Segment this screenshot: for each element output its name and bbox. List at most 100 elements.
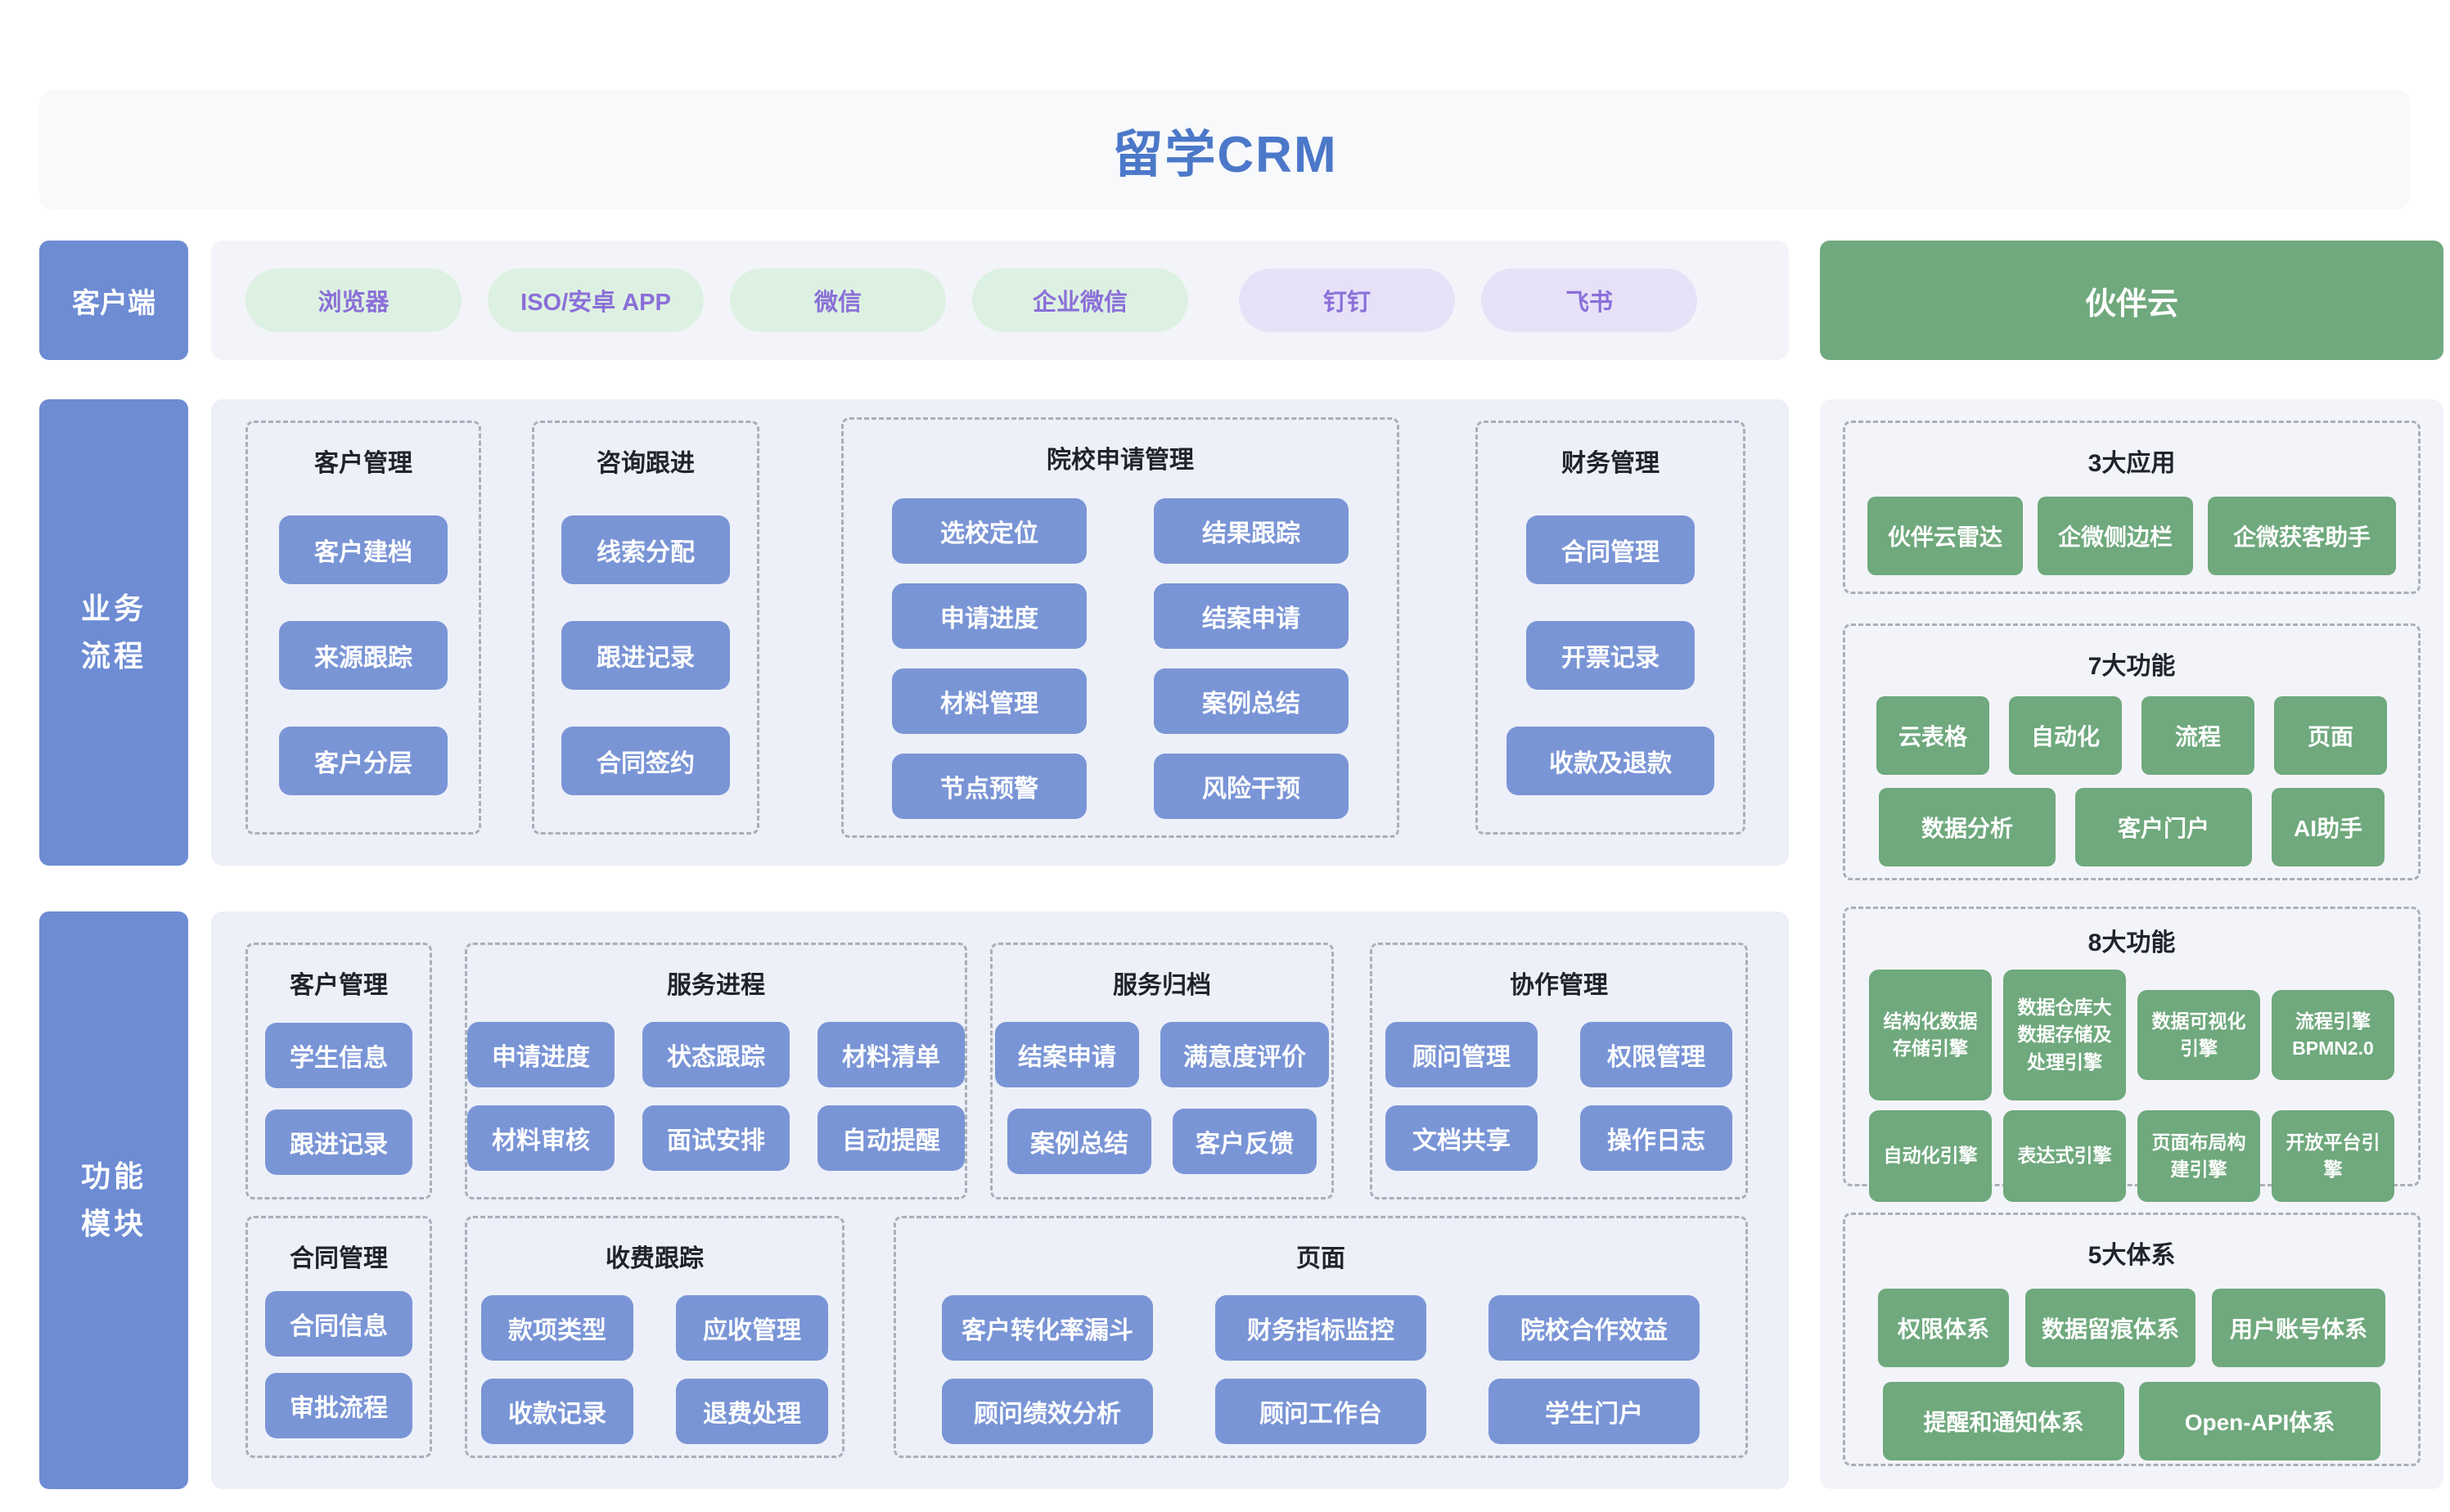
- group-row: 提醒和通知体系 Open-API体系: [1883, 1382, 2380, 1460]
- group-title: 服务进程: [667, 972, 765, 999]
- group-title: 服务归档: [1113, 972, 1211, 999]
- group-title: 收费跟踪: [606, 1245, 704, 1272]
- group-body: 客户转化率漏斗 财务指标监控 院校合作效益 顾问绩效分析 顾问工作台 学生门户: [942, 1295, 1700, 1444]
- group-row: 数据分析 客户门户 AI助手: [1879, 788, 2385, 866]
- diagram-node: 收款记录: [481, 1379, 633, 1444]
- group-row: 结案申请 满意度评价: [995, 1022, 1329, 1087]
- group-contract-management: 合同管理 合同信息 审批流程: [245, 1216, 432, 1458]
- client-panel: 浏览器 ISO/安卓 APP 微信 企业微信 钉钉 飞书: [211, 241, 1789, 360]
- diagram-node: 顾问绩效分析: [942, 1379, 1153, 1444]
- diagram-node: 开票记录: [1526, 621, 1695, 690]
- diagram-node: 院校合作效益: [1488, 1295, 1700, 1361]
- row-label-business-process: 业务 流程: [39, 399, 188, 866]
- client-pill-dingtalk: 钉钉: [1239, 268, 1455, 332]
- client-pill-wecom: 企业微信: [972, 268, 1188, 332]
- diagram-node: 申请进度: [892, 583, 1087, 649]
- diagram-node: 云表格: [1876, 696, 1989, 775]
- diagram-node: 结案申请: [995, 1022, 1139, 1087]
- group-body: 学生信息 跟进记录: [248, 1001, 430, 1197]
- diagram-node: 企微侧边栏: [2038, 497, 2193, 575]
- row-label-client: 客户端: [39, 241, 188, 360]
- diagram-node: 客户转化率漏斗: [942, 1295, 1153, 1361]
- diagram-node: 客户反馈: [1173, 1109, 1317, 1174]
- group-row: 权限体系 数据留痕体系 用户账号体系: [1878, 1289, 2385, 1367]
- diagram-node: 来源跟踪: [279, 621, 448, 690]
- diagram-node: 面试安排: [642, 1105, 790, 1171]
- group-title: 页面: [1296, 1245, 1345, 1272]
- diagram-node: 结构化数据存储引擎: [1869, 970, 1992, 1100]
- group-7-features: 7大功能 云表格 自动化 流程 页面 数据分析 客户门户 AI助手: [1843, 623, 2421, 880]
- group-body: 申请进度 状态跟踪 材料清单 材料审核 面试安排 自动提醒: [467, 1022, 965, 1171]
- diagram-node: 企微获客助手: [2208, 497, 2396, 575]
- diagram-node: 选校定位: [892, 498, 1087, 564]
- diagram-node: 学生门户: [1488, 1379, 1700, 1444]
- group-body: 款项类型 应收管理 收款记录 退费处理: [481, 1295, 828, 1444]
- diagram-node: 审批流程: [265, 1373, 412, 1439]
- diagram-node: 开放平台引擎: [2272, 1110, 2394, 1202]
- diagram-node: 应收管理: [676, 1295, 828, 1361]
- group-title: 协作管理: [1510, 972, 1608, 999]
- diagram-node: 案例总结: [1007, 1109, 1151, 1174]
- group-row: 伙伴云雷达 企微侧边栏 企微获客助手: [1867, 497, 2396, 575]
- page-title: 留学CRM: [1112, 127, 1338, 183]
- group-body: 结构化数据存储引擎 数据仓库大数据存储及处理引擎 数据可视化引擎 流程引擎BPM…: [1869, 970, 2394, 1202]
- group-title: 院校申请管理: [1047, 447, 1194, 474]
- group-pages: 页面 客户转化率漏斗 财务指标监控 院校合作效益 顾问绩效分析 顾问工作台 学生…: [894, 1216, 1748, 1458]
- diagram-node: 节点预警: [892, 754, 1087, 819]
- diagram-node: 状态跟踪: [642, 1022, 790, 1087]
- group-title: 8大功能: [2087, 929, 2176, 956]
- diagram-node: 权限管理: [1580, 1022, 1732, 1087]
- diagram-node: 客户门户: [2075, 788, 2252, 866]
- diagram-node: 顾问工作台: [1215, 1379, 1426, 1444]
- diagram-node: 用户账号体系: [2212, 1289, 2385, 1367]
- group-consult-follow-up: 咨询跟进 线索分配 跟进记录 合同签约: [532, 421, 759, 835]
- diagram-node: 合同签约: [561, 727, 730, 795]
- client-pill-wechat: 微信: [730, 268, 946, 332]
- diagram-node: 跟进记录: [561, 621, 730, 690]
- partner-cloud-header: 伙伴云: [1820, 241, 2443, 360]
- group-school-application-management: 院校申请管理 选校定位 结果跟踪 申请进度 结案申请 材料管理 案例总结 节点预…: [841, 417, 1399, 838]
- diagram-node: 流程: [2141, 696, 2254, 775]
- diagram-node: 自动化引擎: [1869, 1110, 1992, 1202]
- partner-panel: 3大应用 伙伴云雷达 企微侧边栏 企微获客助手 7大功能 云表格 自动化 流程 …: [1820, 399, 2443, 1489]
- group-row: 云表格 自动化 流程 页面: [1876, 696, 2387, 775]
- group-title: 咨询跟进: [597, 450, 695, 477]
- diagram-node: 结案申请: [1154, 583, 1349, 649]
- group-body: 合同管理 开票记录 收款及退款: [1478, 479, 1743, 832]
- diagram-node: 申请进度: [467, 1022, 615, 1087]
- group-module-customer-management: 客户管理 学生信息 跟进记录: [245, 943, 432, 1199]
- diagram-node: 提醒和通知体系: [1883, 1382, 2124, 1460]
- diagram-node: 数据分析: [1879, 788, 2056, 866]
- diagram-node: 线索分配: [561, 515, 730, 584]
- group-service-archive: 服务归档 结案申请 满意度评价 案例总结 客户反馈: [990, 943, 1334, 1199]
- group-title: 7大功能: [2087, 653, 2176, 680]
- group-title: 财务管理: [1561, 450, 1660, 477]
- diagram-node: 跟进记录: [265, 1109, 412, 1176]
- group-body: 选校定位 结果跟踪 申请进度 结案申请 材料管理 案例总结 节点预警 风险干预: [892, 498, 1349, 819]
- group-8-features: 8大功能 结构化数据存储引擎 数据仓库大数据存储及处理引擎 数据可视化引擎 流程…: [1843, 907, 2421, 1202]
- modules-panel: 客户管理 学生信息 跟进记录 服务进程 申请进度 状态跟踪 材料清单 材料审核 …: [211, 911, 1789, 1489]
- diagram-node: 合同管理: [1526, 515, 1695, 584]
- diagram-node: 客户建档: [279, 515, 448, 584]
- diagram-node: 自动提醒: [817, 1105, 965, 1171]
- diagram-node: 操作日志: [1580, 1105, 1732, 1171]
- group-body: 合同信息 审批流程: [248, 1274, 430, 1456]
- row-label-function-modules: 功能 模块: [39, 911, 188, 1489]
- header-panel: 留学CRM: [39, 90, 2411, 209]
- diagram-node: 案例总结: [1154, 668, 1349, 734]
- group-title: 5大体系: [2087, 1242, 2176, 1269]
- diagram-node: AI助手: [2272, 788, 2385, 866]
- group-collaboration-management: 协作管理 顾问管理 权限管理 文档共享 操作日志: [1370, 943, 1748, 1199]
- diagram-node: 合同信息: [265, 1290, 412, 1357]
- diagram-node: 款项类型: [481, 1295, 633, 1361]
- diagram-node: 客户分层: [279, 727, 448, 795]
- group-title: 3大应用: [2087, 450, 2176, 477]
- diagram-node: 权限体系: [1878, 1289, 2009, 1367]
- diagram-node: 收款及退款: [1506, 727, 1714, 795]
- group-title: 客户管理: [290, 972, 388, 999]
- group-finance-management: 财务管理 合同管理 开票记录 收款及退款: [1475, 421, 1745, 835]
- group-3-apps: 3大应用 伙伴云雷达 企微侧边栏 企微获客助手: [1843, 421, 2421, 594]
- diagram-node: 顾问管理: [1385, 1022, 1538, 1087]
- group-body: 客户建档 来源跟踪 客户分层: [248, 479, 479, 832]
